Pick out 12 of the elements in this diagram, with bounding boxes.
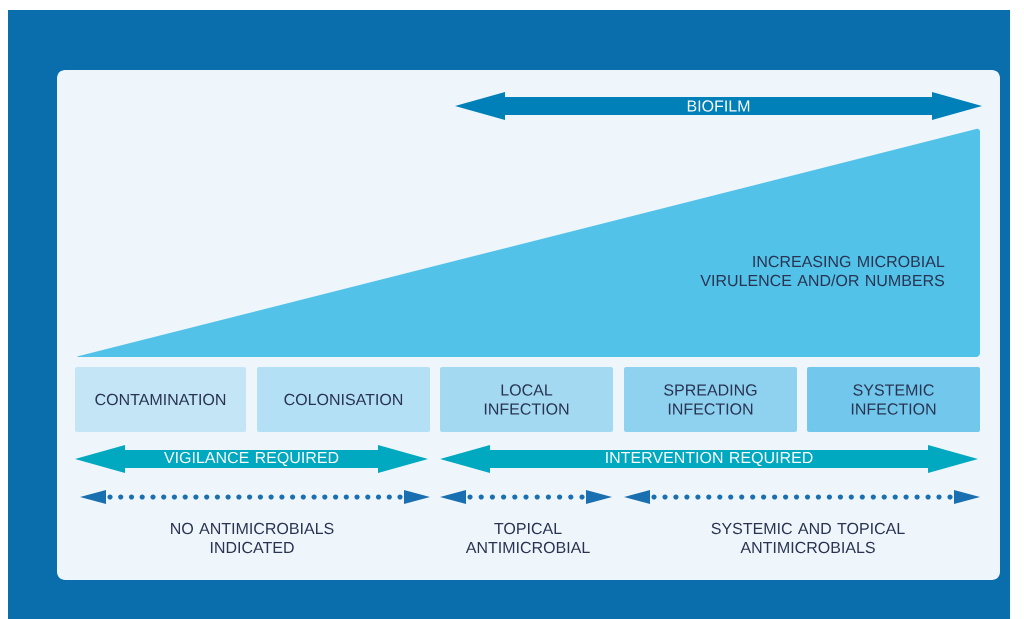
treatment-label: SYSTEMIC AND TOPICAL ANTIMICROBIALS [711, 522, 905, 554]
increasing-wedge: INCREASING MICROBIAL VIRULENCE AND/OR NUMBERS [77, 128, 980, 357]
treatment-label: TOPICAL ANTIMICROBIAL [465, 522, 590, 554]
double-arrow-band: INTERVENTION REQUIRED [440, 445, 978, 473]
treatment-label: NO ANTIMICROBIALS INDICATED [171, 522, 334, 554]
stage-box: SYSTEMIC INFECTION [807, 367, 980, 432]
stage-box: LOCAL INFECTION [440, 367, 613, 432]
stage-box: COLONISATION [257, 367, 430, 432]
stage-box: CONTAMINATION [75, 367, 246, 432]
double-arrow-band: BIOFILM [455, 92, 982, 120]
stage-box: SPREADING INFECTION [624, 367, 797, 432]
double-arrow-band: VIGILANCE REQUIRED [75, 445, 428, 473]
